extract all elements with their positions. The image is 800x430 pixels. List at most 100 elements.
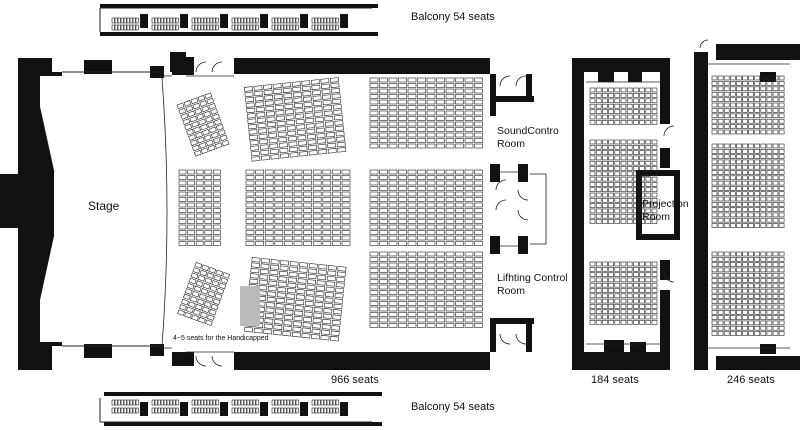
- seat: [417, 268, 426, 273]
- seat: [626, 261, 633, 267]
- seat: [760, 288, 767, 294]
- seat: [772, 304, 779, 310]
- seat: [312, 208, 322, 213]
- seat: [766, 102, 773, 108]
- seat: [748, 118, 754, 124]
- seat: [717, 278, 724, 283]
- seat: [754, 86, 761, 92]
- seat: [474, 88, 483, 94]
- balcony-seat: [274, 399, 278, 406]
- seat: [760, 91, 767, 97]
- seat: [264, 169, 274, 175]
- seat: [332, 180, 341, 186]
- seat: [204, 235, 213, 241]
- balcony-seat: [311, 17, 315, 24]
- seat: [602, 198, 608, 203]
- seat: [369, 235, 379, 241]
- seat: [275, 308, 285, 314]
- seat: [633, 208, 639, 214]
- seat: [748, 325, 754, 331]
- seat: [388, 224, 398, 230]
- seat: [293, 224, 303, 230]
- balcony-seat: [289, 399, 293, 406]
- seat: [474, 186, 483, 191]
- seat: [608, 304, 614, 309]
- seat: [255, 230, 264, 235]
- balcony-seat: [203, 407, 207, 414]
- seat: [589, 176, 596, 182]
- seat: [723, 170, 730, 175]
- seat: [772, 196, 779, 202]
- seat: [192, 267, 201, 274]
- handicapped-area: [240, 286, 260, 326]
- seat: [284, 197, 293, 202]
- seat: [293, 175, 303, 180]
- seat: [182, 118, 191, 125]
- seat: [651, 298, 658, 304]
- seat: [455, 138, 464, 143]
- seat: [334, 292, 344, 299]
- seat: [445, 127, 455, 132]
- seat: [717, 202, 724, 207]
- seat: [283, 98, 293, 104]
- seat: [651, 309, 658, 315]
- seat: [426, 273, 436, 279]
- seat: [379, 105, 388, 110]
- seat: [322, 202, 332, 208]
- seat: [772, 202, 779, 207]
- balcony-seat: [129, 407, 133, 414]
- seat: [255, 235, 264, 241]
- seat: [445, 224, 455, 230]
- seat: [417, 279, 426, 284]
- seat: [474, 132, 483, 138]
- seat: [214, 293, 223, 300]
- seat: [455, 169, 464, 175]
- seat: [711, 143, 718, 149]
- seat: [736, 251, 742, 257]
- seat: [778, 113, 785, 119]
- seat: [269, 264, 280, 270]
- seat: [717, 325, 724, 331]
- balcony-seat: [194, 399, 198, 406]
- seat: [620, 187, 627, 192]
- seat: [736, 294, 742, 299]
- seat: [436, 323, 445, 328]
- seat: [379, 224, 388, 230]
- seat: [711, 294, 718, 299]
- seat: [187, 235, 195, 241]
- seat: [436, 132, 445, 138]
- balcony-seat: [123, 24, 127, 31]
- seat: [766, 175, 773, 181]
- seat: [772, 315, 779, 320]
- seat: [255, 219, 264, 224]
- wall: [140, 402, 148, 416]
- seat: [595, 176, 602, 182]
- seat: [729, 294, 736, 299]
- seat: [602, 109, 608, 114]
- seat: [595, 160, 602, 166]
- seat: [417, 197, 426, 202]
- seat: [255, 186, 264, 191]
- seat: [602, 93, 608, 98]
- seat: [250, 262, 260, 268]
- seat: [455, 290, 464, 295]
- seat: [772, 294, 779, 299]
- seat: [445, 284, 455, 290]
- wall: [760, 72, 776, 82]
- seat: [602, 182, 608, 187]
- seat: [464, 273, 474, 279]
- seat: [633, 103, 639, 109]
- balcony-seat: [252, 407, 256, 414]
- seat: [595, 120, 602, 125]
- seat: [639, 314, 645, 320]
- seat: [766, 304, 773, 310]
- seat: [620, 288, 627, 293]
- seat: [778, 309, 785, 315]
- balcony-seat: [163, 399, 167, 406]
- seat: [303, 180, 312, 186]
- seat: [264, 235, 274, 241]
- balcony-seat: [169, 24, 173, 31]
- seat: [251, 156, 261, 162]
- balcony-seat: [314, 17, 318, 24]
- balcony-seat: [157, 24, 161, 31]
